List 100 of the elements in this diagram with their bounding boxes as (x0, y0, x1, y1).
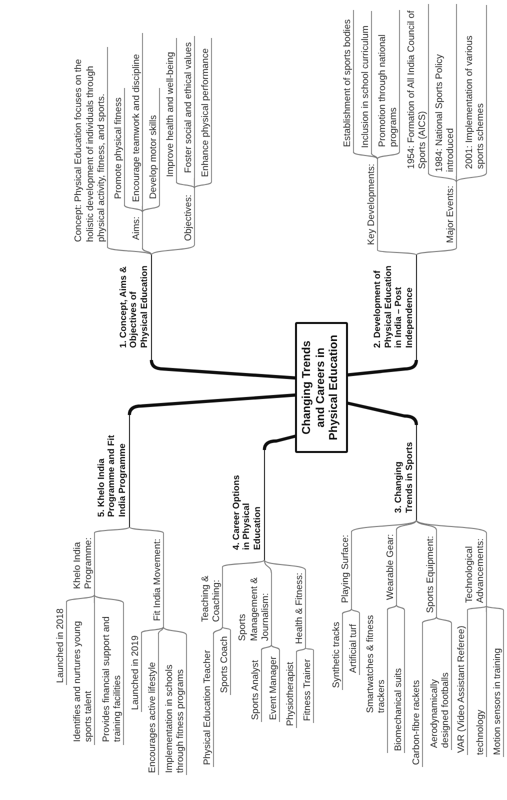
connector-line (264, 560, 306, 570)
leaf-topic (162, 635, 187, 775)
topic-label: Launched in 2018 (54, 608, 65, 683)
connector-line (416, 248, 457, 256)
leaf-topic (164, 38, 177, 182)
connector-line (342, 608, 352, 614)
topic-label: Motion sensors in training (490, 648, 502, 755)
topic-label: Concept: Physical Education focuses on the holistic development of individuals through physical activity, fitness, and sports. (72, 58, 106, 242)
connector-line (486, 606, 487, 612)
connector-line (142, 204, 160, 212)
connector-line (140, 626, 164, 634)
connector-line (142, 206, 143, 212)
connector-line (176, 182, 195, 188)
connector-line (270, 644, 280, 650)
topic-label: VAR (Video Assistant Referee) (454, 626, 466, 753)
leaf-topic (146, 634, 159, 775)
branch-connector (150, 360, 296, 380)
leaf-topic (364, 610, 388, 753)
topic-label: Fit India Movement: (150, 538, 162, 621)
topic-label: Smartwatches & fitness trackers (364, 614, 386, 713)
connector-line (66, 594, 95, 602)
topic-label: Major Events: (444, 186, 455, 243)
topic-label: Sports Coach (218, 636, 229, 693)
topic-label: Encourage teamwork and discipline (130, 54, 141, 202)
topic-label: Provides financial support and training facilities (100, 615, 122, 742)
topic-label: Promotion through national programs (376, 33, 398, 147)
leaf-topic (358, 11, 372, 153)
leaf-topic (248, 650, 262, 722)
leaf-topic (474, 612, 487, 757)
topic-label: Carbon-fibre rackets (410, 680, 421, 765)
connector-line (376, 250, 417, 256)
topic-label: Playing Surface: (338, 534, 350, 603)
leaf-topic (266, 650, 280, 722)
main-branch-topic (96, 415, 130, 527)
connector-line (422, 616, 437, 624)
connector-line (222, 560, 265, 568)
branch-connector (262, 434, 296, 450)
connector-line (222, 626, 231, 630)
branch-title: 2. Development of Physical Education in India – Post Independence (372, 264, 415, 348)
connector-line (260, 644, 272, 650)
subtopic (444, 182, 457, 248)
topic-label: Physical Education Teacher (200, 650, 212, 765)
connector-line (106, 246, 152, 256)
connector-line (94, 594, 95, 604)
leaf-topic (428, 623, 452, 750)
branch-connector (128, 393, 296, 416)
connector-line (158, 626, 164, 634)
subtopic (364, 159, 378, 250)
topic-label: Biomechanical suits (392, 668, 403, 751)
leaf-topic (376, 10, 400, 152)
connector-line (386, 604, 397, 610)
connector-line (124, 204, 143, 212)
topic-label: Foster social and ethical values (182, 42, 193, 173)
topic-label: 1954: Formation of All India Council of Sports (AICS) (404, 10, 427, 169)
connector-line (264, 560, 272, 574)
leaf-topic (130, 33, 143, 206)
connector-line (212, 626, 223, 634)
connector-line (370, 152, 378, 160)
connector-line (194, 178, 195, 188)
leaf-topic (284, 652, 297, 728)
connector-line (486, 606, 504, 610)
topic-label: technology (474, 710, 485, 755)
subtopic (150, 533, 164, 627)
connector-line (436, 616, 452, 624)
connector-line (162, 626, 187, 636)
branch-title: 1. Concept, Aims & Objectives of Physical Education (118, 264, 150, 348)
branch-connector (346, 401, 418, 426)
connector-line (128, 526, 164, 534)
leaf-topic (146, 88, 160, 205)
subtopic (462, 533, 487, 606)
main-branch-topic (372, 255, 417, 360)
topic-label: Teaching & Coaching: (198, 574, 221, 622)
main-branch-topic (393, 425, 417, 520)
connector-line (350, 520, 417, 532)
connector-line (352, 152, 378, 160)
topic-label: Promote physical fitness (112, 97, 123, 199)
branch-title: 4. Career Options in Physical Education (230, 474, 263, 550)
leaf-topic (200, 634, 214, 767)
connector-line (396, 520, 417, 530)
leaf-topic (432, 4, 457, 176)
connector-line (376, 152, 400, 160)
subtopic (182, 188, 195, 245)
leaf-topic (454, 610, 468, 755)
connector-line (94, 594, 124, 604)
connector-line (456, 176, 457, 182)
topic-label: Enhance physical performance (198, 48, 210, 177)
topic-label: Physiotherapist (284, 662, 295, 726)
leaf-topic (490, 610, 504, 757)
topic-label: Identifies and nurtures young sports talent (70, 620, 93, 742)
topic-label: Sports Analyst (248, 660, 260, 720)
leaf-topic (54, 602, 67, 685)
connector-line (304, 648, 314, 650)
topic-label: Improve health and well-being (164, 52, 175, 177)
topic-label: 1984: National Sports Policy introduced (432, 53, 455, 172)
main-branch-topic (230, 450, 265, 560)
topic-label: Synthetic tracks (330, 622, 341, 688)
topic-label: Inclusion in school curriculum (358, 26, 370, 148)
topic-label: 2001: Implementation of various sports schemes (462, 34, 485, 169)
connector-line (194, 182, 212, 188)
topic-label: Health & Fitness: (292, 572, 304, 644)
